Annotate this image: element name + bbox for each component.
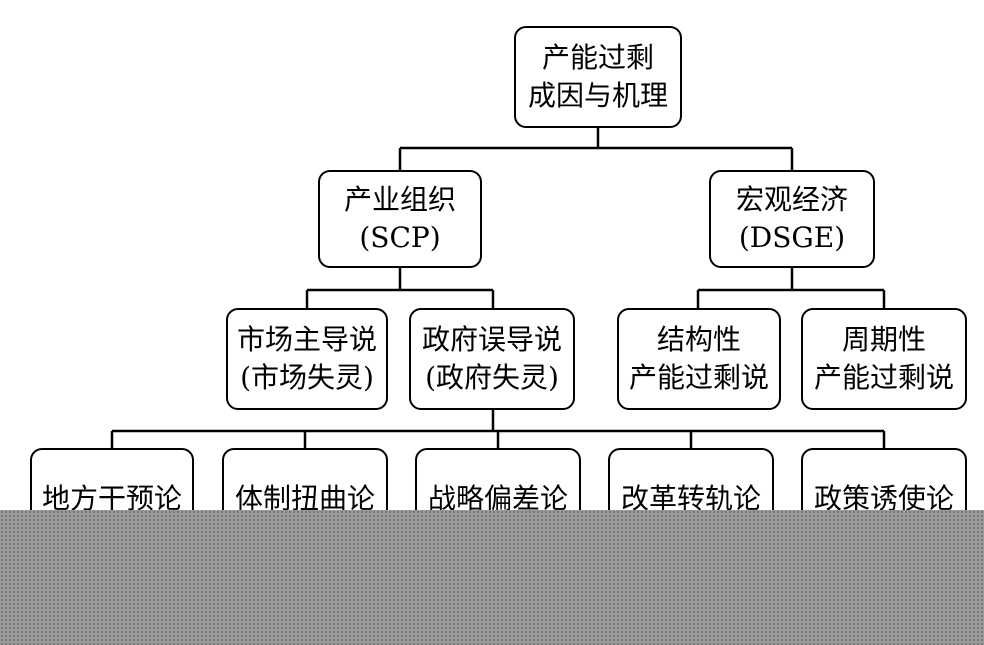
root-line2: 成因与机理: [527, 79, 668, 112]
industrial-organization-line1: 产业组织: [343, 183, 456, 216]
root-node: 产能过剩 成因与机理: [514, 26, 682, 128]
government-misled-line1: 政府误导说: [421, 323, 562, 356]
reform-transition-label: 改革转轨论: [620, 482, 761, 515]
local-intervention-label: 地方干预论: [41, 482, 182, 515]
structural-overcapacity-node: 结构性 产能过剩说: [617, 308, 781, 410]
market-led-line1: 市场主导说: [236, 323, 377, 356]
system-distortion-label: 体制扭曲论: [234, 482, 375, 515]
structural-overcapacity-line1: 结构性: [656, 323, 741, 356]
government-misled-node: 政府误导说 (政府失灵): [409, 308, 575, 410]
root-line1: 产能过剩: [541, 41, 654, 74]
strategy-deviation-label: 战略偏差论: [427, 482, 568, 515]
obscuring-overlay: [0, 510, 984, 645]
market-led-node: 市场主导说 (市场失灵): [226, 308, 388, 410]
macroeconomics-line1: 宏观经济: [735, 183, 848, 216]
industrial-organization-node: 产业组织 (SCP): [318, 170, 482, 268]
government-misled-line2: (政府失灵): [425, 361, 559, 394]
industrial-organization-line2: (SCP): [359, 221, 441, 254]
structural-overcapacity-line2: 产能过剩说: [628, 361, 769, 394]
policy-induced-label: 政策诱使论: [813, 482, 954, 515]
cyclical-overcapacity-line1: 周期性: [841, 323, 926, 356]
macroeconomics-line2: (DSGE): [738, 221, 846, 254]
market-led-line2: (市场失灵): [240, 361, 374, 394]
cyclical-overcapacity-line2: 产能过剩说: [813, 361, 954, 394]
cyclical-overcapacity-node: 周期性 产能过剩说: [801, 308, 967, 410]
macroeconomics-node: 宏观经济 (DSGE): [709, 170, 875, 268]
